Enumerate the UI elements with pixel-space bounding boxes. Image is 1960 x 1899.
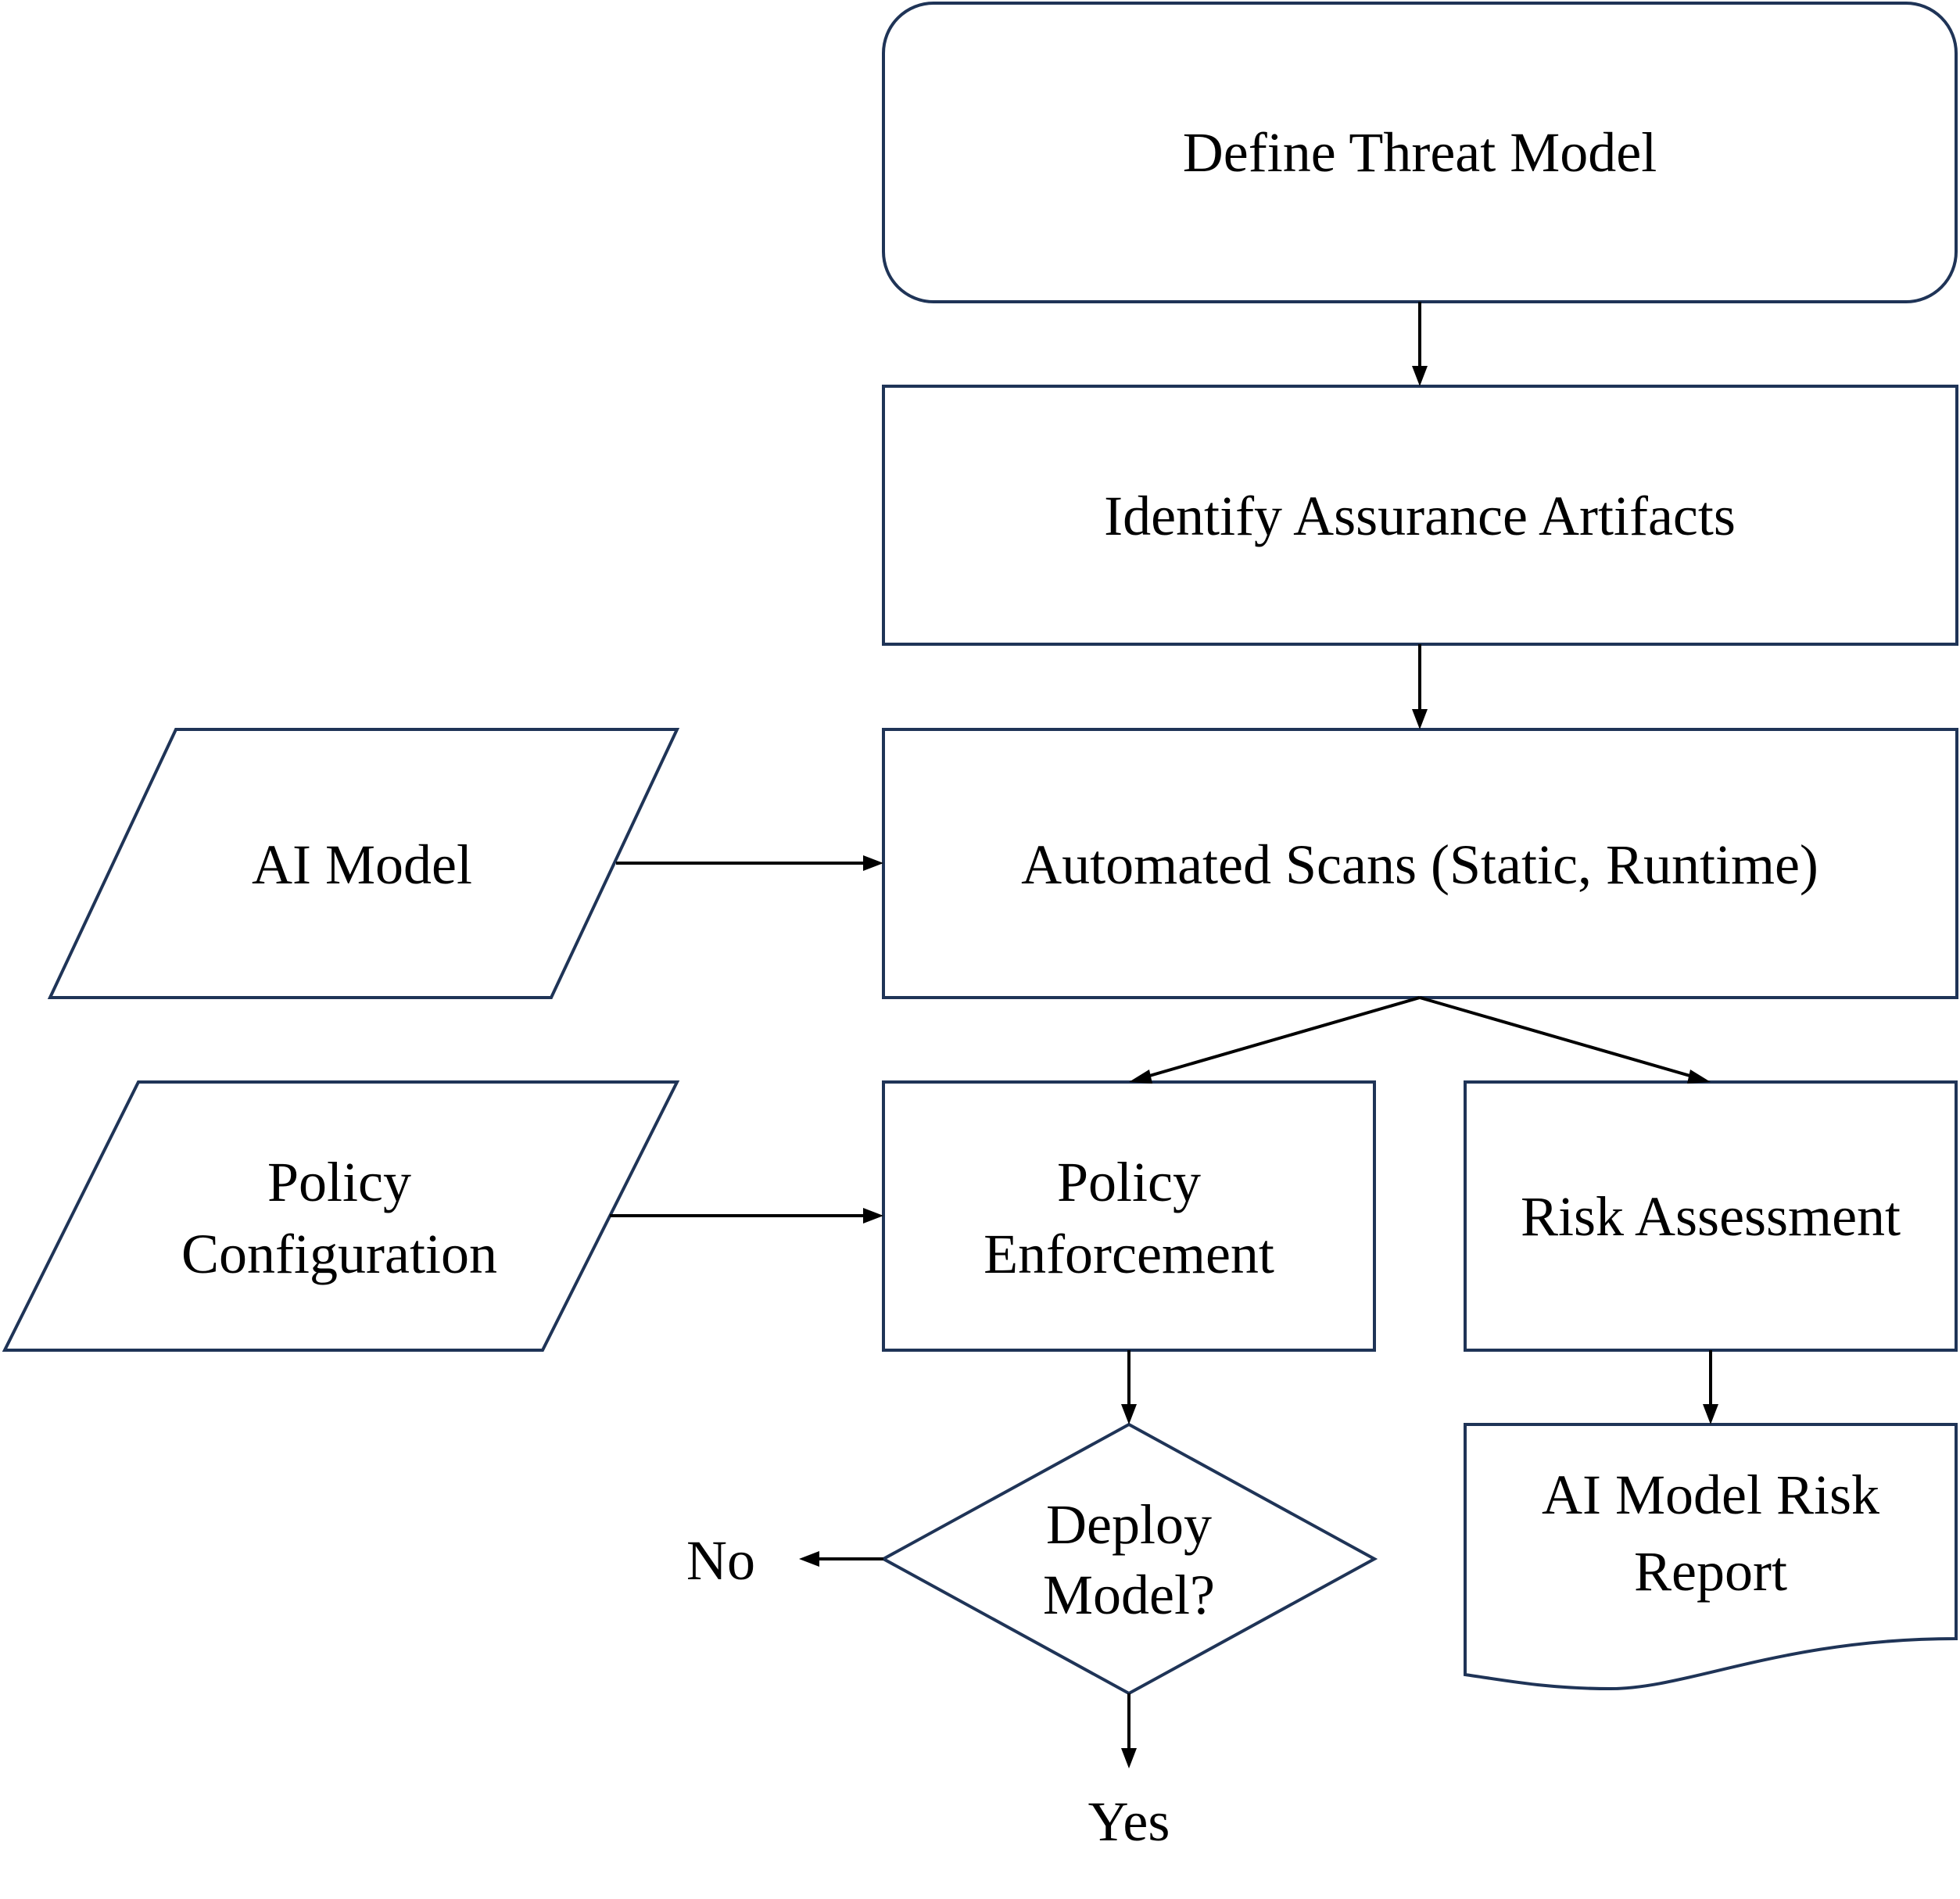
arrowhead-artifacts-to-scans xyxy=(1412,709,1428,729)
connector-scans-to-risk xyxy=(1419,996,1693,1078)
no-outcome-label: No xyxy=(686,1529,755,1592)
automated-scans-label: Automated Scans (Static, Runtime) xyxy=(1021,833,1818,896)
arrowhead-scans-to-risk xyxy=(1687,1070,1711,1084)
policy-configuration-input-shape xyxy=(2,1080,680,1352)
arrowhead-scans-to-enforcement xyxy=(1129,1070,1152,1084)
policy-enforcement-label-line-1: Policy xyxy=(1057,1151,1201,1213)
yes-outcome-label: Yes xyxy=(1088,1790,1170,1853)
connector-scans-to-enforcement xyxy=(1146,996,1421,1078)
risk-report-label-line-2: Report xyxy=(1634,1540,1787,1603)
deploy-model-label-line-1: Deploy xyxy=(1046,1493,1212,1556)
risk-report-label-line-1: AI Model Risk xyxy=(1542,1464,1879,1526)
ai-model-label: AI Model xyxy=(252,833,472,896)
identify-assurance-artifacts-box xyxy=(882,385,1958,646)
risk-report-document-shape xyxy=(1464,1423,1958,1691)
identify-assurance-artifacts-label: Identify Assurance Artifacts xyxy=(1104,485,1736,547)
policy-enforcement-label-line-2: Enforcement xyxy=(984,1223,1274,1285)
connectors xyxy=(610,302,1718,1768)
automated-scans-box xyxy=(882,728,1958,999)
deploy-model-label-line-2: Model? xyxy=(1043,1564,1215,1626)
deploy-model-decision-diamond xyxy=(880,1422,1378,1696)
arrowhead-risk-to-report xyxy=(1703,1404,1718,1424)
risk-assessment-box xyxy=(1464,1080,1958,1352)
risk-assessment-label: Risk Assessment xyxy=(1521,1185,1901,1248)
ai-model-input-shape xyxy=(47,728,680,999)
arrowhead-decision-to-no xyxy=(799,1551,819,1567)
policy-configuration-label-line-1: Policy xyxy=(267,1151,411,1213)
define-threat-model-label: Define Threat Model xyxy=(1183,121,1657,184)
arrowhead-decision-to-yes xyxy=(1121,1748,1137,1768)
arrowhead-enforcement-to-decision xyxy=(1121,1404,1137,1424)
arrowhead-aimodel-to-scans xyxy=(863,855,883,871)
policy-enforcement-box xyxy=(882,1080,1376,1352)
arrowhead-policyconfig-to-enforcement xyxy=(863,1208,883,1224)
policy-configuration-label-line-2: Configuration xyxy=(181,1223,497,1285)
arrowhead-threat-to-artifacts xyxy=(1412,366,1428,386)
